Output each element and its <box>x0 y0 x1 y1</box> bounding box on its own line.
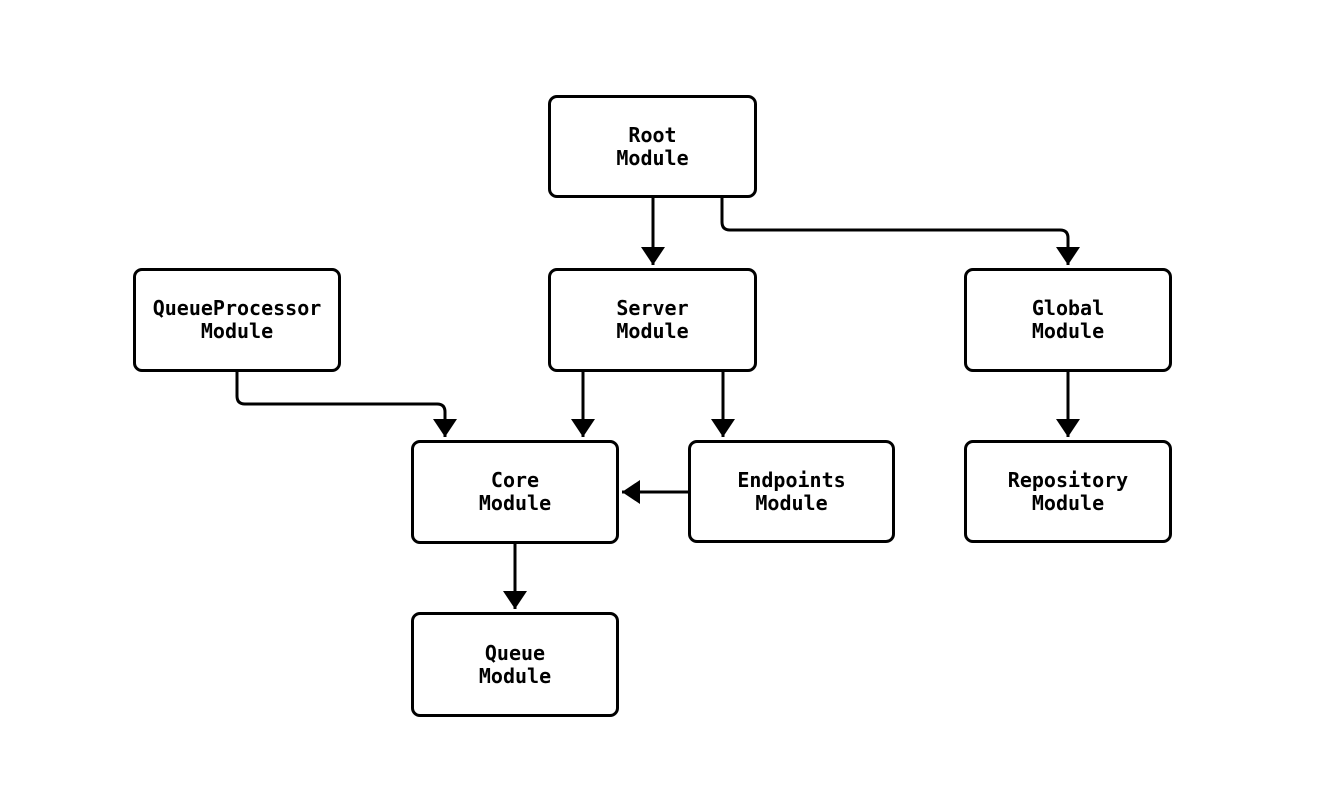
edge-root-to-global <box>720 198 1080 265</box>
node-label-line2: Module <box>1031 319 1105 343</box>
node-label-line2: Module <box>200 319 274 343</box>
node-core-module: Core Module <box>411 440 619 544</box>
node-label-line2: Module <box>755 490 828 515</box>
node-global-module: Global Module <box>964 268 1172 372</box>
node-label-line2: Module <box>478 491 552 515</box>
node-label-line1: Root <box>628 122 677 147</box>
node-repository-module: Repository Module <box>964 440 1172 543</box>
node-label-line1: QueueProcessor <box>152 296 322 320</box>
node-queueprocessor-module: QueueProcessor Module <box>133 268 341 372</box>
node-server-module: Server Module <box>548 268 757 372</box>
node-label-line1: Repository <box>1007 467 1129 492</box>
edges-group <box>235 198 1080 609</box>
node-label-line2: Module <box>616 319 689 343</box>
node-label-line1: Core <box>490 468 540 492</box>
node-label-line1: Endpoints <box>737 467 846 492</box>
node-label-line2: Module <box>1031 490 1105 515</box>
node-endpoints-module: Endpoints Module <box>688 440 895 543</box>
node-label-line1: Server <box>616 296 689 320</box>
node-label-line1: Global <box>1031 296 1105 320</box>
node-root-module: Root Module <box>548 95 757 198</box>
edge-queueprocessor-to-core <box>235 372 457 437</box>
node-label-line2: Module <box>478 663 552 688</box>
node-queue-module: Queue Module <box>411 612 619 717</box>
node-label-line2: Module <box>616 145 689 170</box>
node-label-line1: Queue <box>484 640 546 665</box>
